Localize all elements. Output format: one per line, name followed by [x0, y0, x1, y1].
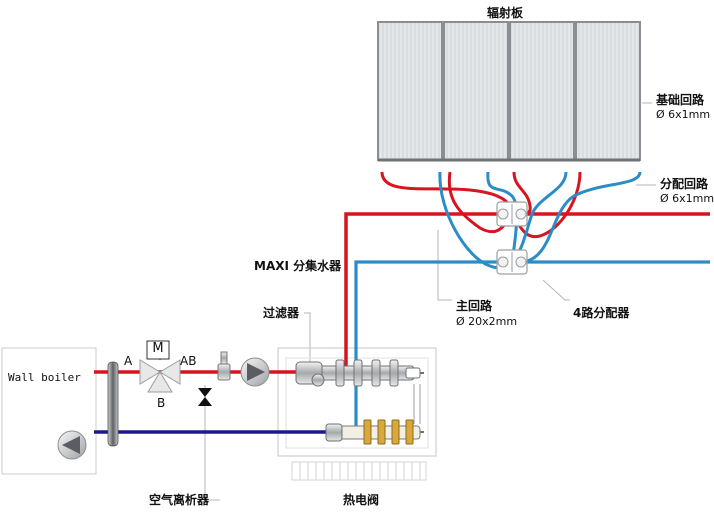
four-way-distributor-return: [496, 249, 528, 275]
filter-label: 过滤器: [263, 306, 300, 320]
main-loop-size: Ø 20x2mm: [456, 315, 518, 328]
leader-lines: [204, 102, 656, 501]
four-way-distributor-label: 4路分配器: [573, 306, 630, 320]
maxi-manifold-label: MAXI 分集水器: [254, 259, 342, 273]
radiant-panel-label: 辐射板: [487, 6, 524, 20]
air-separator-icon: [198, 388, 212, 406]
port-ab-label: AB: [180, 354, 197, 368]
motor-label: M: [152, 341, 164, 356]
return-manifold: [325, 419, 424, 445]
base-loop-label: 基础回路: [656, 93, 705, 107]
hydraulic-separator: [107, 361, 119, 447]
radiant-panel-4: [575, 21, 641, 161]
main-loop-label: 主回路: [456, 299, 493, 313]
radiant-panel-group: [377, 21, 641, 162]
boiler-pump-icon: [57, 430, 87, 460]
four-way-distributor-supply: [496, 201, 528, 227]
base-loop-size: Ø 6x1mm: [656, 108, 711, 121]
air-separator-label: 空气离析器: [149, 493, 210, 507]
circulation-pump-icon: [240, 357, 270, 387]
distribution-loop-size: Ø 6x1mm: [660, 192, 714, 205]
radiant-panel-2: [443, 21, 509, 161]
radiant-panel-1: [377, 21, 443, 161]
radiant-panel-3: [509, 21, 575, 161]
distribution-loop-label: 分配回路: [660, 177, 709, 191]
port-b-label: B: [157, 396, 166, 410]
thermal-valve-heads: [291, 461, 427, 481]
motor-icon: [146, 340, 170, 360]
mixing-valve: [139, 340, 181, 393]
distribution-return-pipe: [354, 260, 710, 432]
strainer-icon: [217, 351, 231, 381]
thermal-valve-label: 热电阀: [343, 493, 380, 507]
supply-manifold: [295, 359, 424, 387]
wall-boiler-label: Wall boiler: [8, 371, 81, 384]
port-a-label: A: [124, 354, 133, 368]
manifold-bracket: [413, 384, 421, 424]
